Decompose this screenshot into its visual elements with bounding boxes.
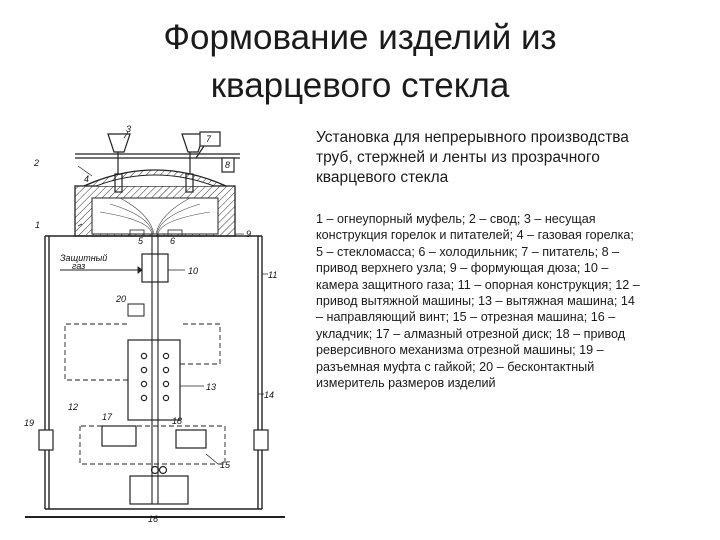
label-10: 10 (188, 266, 198, 276)
label-12: 12 (68, 402, 78, 412)
label-20: 20 (115, 294, 126, 304)
legend-line: камера защитного газа; 11 – опорная конс… (316, 277, 640, 292)
gas-label: Защитный (60, 253, 107, 263)
legend-line: измеритель размеров изделий (316, 376, 496, 391)
label-18: 18 (172, 416, 182, 426)
legend-line: разъемная муфта с гайкой; 20 – бесконтак… (316, 359, 595, 374)
cutting-machine (101, 425, 207, 505)
drive-linkage (64, 323, 226, 465)
label-3: 3 (126, 124, 131, 134)
installation-diagram: 1 2 3 4 5 6 7 8 9 10 11 12 13 14 15 16 1… (24, 124, 285, 524)
label-9: 9 (246, 229, 251, 239)
legend-line: привод верхнего узла; 9 – формующая дюза… (316, 261, 609, 276)
gas-label: газ (72, 261, 85, 271)
slide-title: Формование изделий из кварцевого стекла (0, 14, 720, 110)
title-line-2: кварцевого стекла (210, 66, 510, 105)
description-line: кварцевого стекла (316, 169, 449, 186)
refractory-muffle (74, 169, 236, 237)
legend-line: реверсивного механизма отрезной машины; … (316, 343, 604, 358)
label-2: 2 (33, 158, 39, 168)
label-8: 8 (225, 160, 230, 170)
label-1: 1 (35, 220, 40, 230)
legend-line: 1 – огнеупорный муфель; 2 – свод; 3 – не… (316, 212, 596, 226)
label-13: 13 (206, 382, 216, 392)
dimension-sensor (127, 303, 145, 317)
label-11: 11 (268, 270, 277, 280)
installation-description: Установка для непрерывного производства … (316, 128, 711, 188)
legend-line: привод вытяжной машины; 13 – вытяжная ма… (316, 294, 635, 309)
label-4: 4 (84, 174, 89, 184)
legend-line: 5 – стекломасса; 6 – холодильник; 7 – пи… (316, 244, 620, 259)
label-17: 17 (102, 412, 113, 422)
leader-lines (77, 131, 268, 465)
label-7: 7 (206, 134, 212, 144)
drawn-tube (151, 234, 159, 504)
description-line: Установка для непрерывного производства (316, 129, 629, 146)
cooler-block (129, 229, 145, 237)
protective-gas-chamber (141, 253, 169, 283)
title-line-1: Формование изделий из (163, 18, 557, 57)
gas-inlet (60, 266, 143, 274)
label-15: 15 (220, 460, 231, 470)
support-frame (25, 235, 285, 518)
legend-line: укладчик; 17 – алмазный отрезной диск; 1… (316, 326, 626, 341)
label-16: 16 (148, 514, 158, 524)
burner-feeder-assembly (75, 131, 240, 193)
glass-melt (99, 197, 211, 235)
guide-screws (38, 429, 269, 451)
drawing-machine (127, 339, 181, 421)
label-14: 14 (264, 390, 274, 400)
description-line: труб, стержней и ленты из прозрачного (316, 149, 600, 166)
label-19: 19 (24, 418, 34, 428)
legend-line: – направляющий винт; 15 – отрезная машин… (316, 310, 616, 325)
label-6: 6 (170, 236, 175, 246)
legend-line: конструкция горелок и питателей; 4 – газ… (316, 228, 634, 243)
cooler-block (167, 229, 183, 237)
parts-legend: 1 – огнеупорный муфель; 2 – свод; 3 – не… (316, 211, 711, 391)
label-5: 5 (138, 236, 144, 246)
